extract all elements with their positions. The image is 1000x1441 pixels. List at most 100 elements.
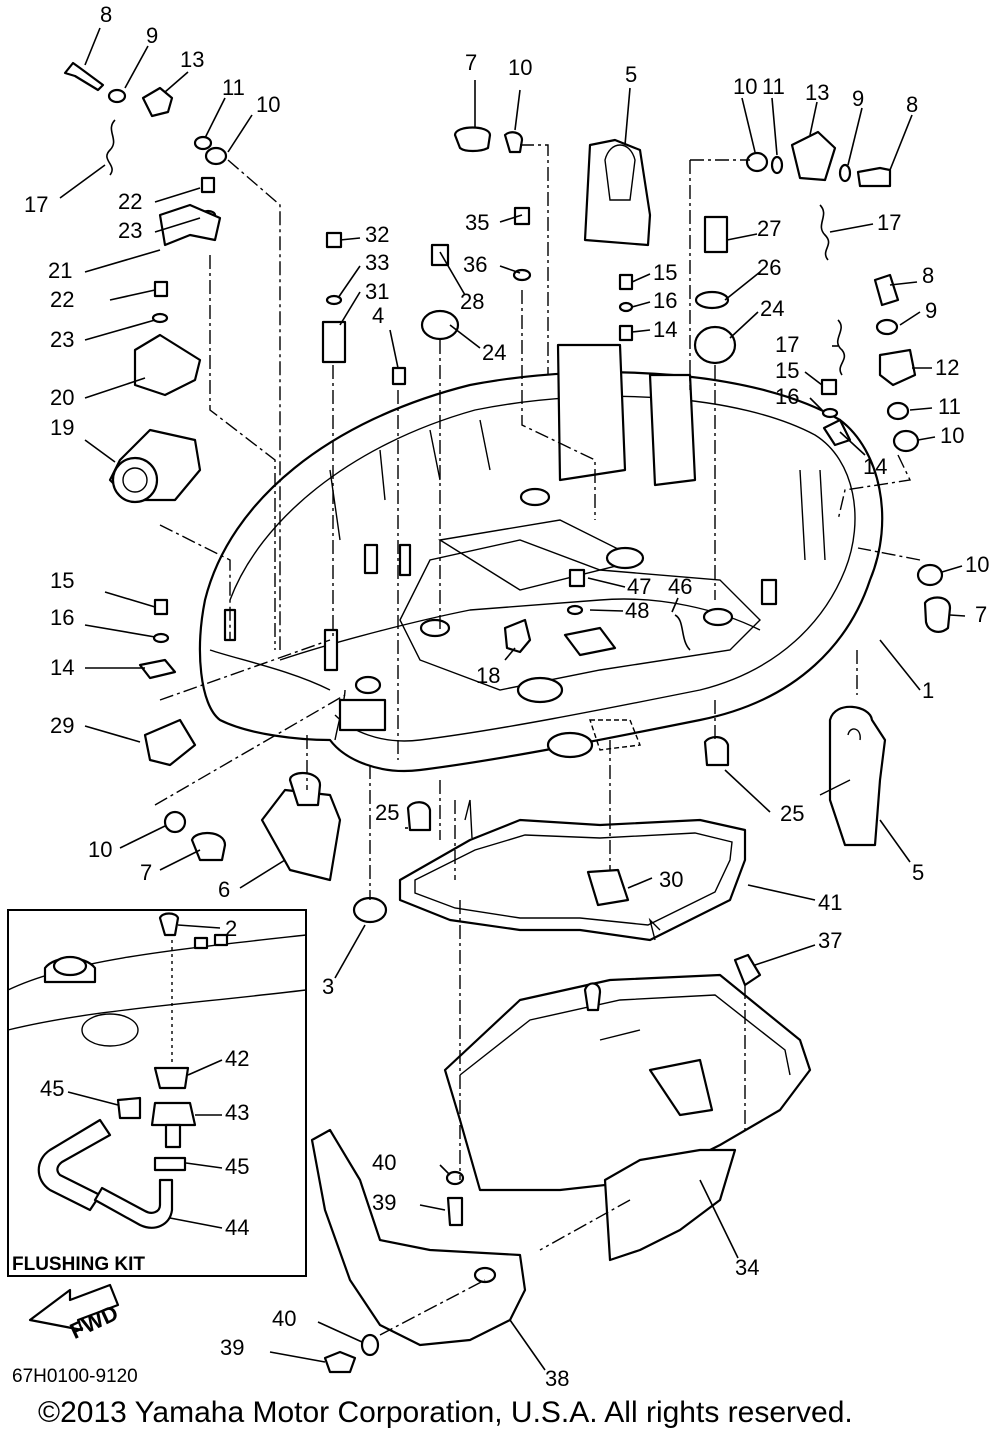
callout-21: 21 bbox=[48, 258, 72, 283]
callout-42: 42 bbox=[225, 1046, 249, 1071]
callout-25: 25 bbox=[780, 801, 804, 826]
callout-29: 29 bbox=[50, 713, 74, 738]
callout-31: 31 bbox=[365, 279, 389, 304]
callout-11: 11 bbox=[762, 74, 785, 99]
callout-15: 15 bbox=[775, 358, 799, 383]
callout-7: 7 bbox=[975, 602, 987, 627]
part-code: 67H0100-9120 bbox=[12, 1366, 138, 1387]
callout-5: 5 bbox=[912, 860, 924, 885]
callout-34: 34 bbox=[735, 1255, 759, 1280]
bolt-39b bbox=[323, 1350, 357, 1374]
callout-30: 30 bbox=[659, 867, 683, 892]
hardware-left-top bbox=[63, 61, 228, 504]
callout-13: 13 bbox=[180, 47, 204, 72]
side-cover-part-38 bbox=[310, 1128, 527, 1347]
callout-10: 10 bbox=[965, 552, 989, 577]
gasket-part-41 bbox=[398, 799, 747, 942]
callout-labels: 8 9 13 11 10 17 22 23 21 22 23 20 19 15 … bbox=[12, 2, 989, 1429]
adapter-part-42 bbox=[153, 1066, 190, 1090]
washer-40b bbox=[360, 1333, 380, 1357]
callout-36: 36 bbox=[463, 252, 487, 277]
callout-43: 43 bbox=[225, 1100, 249, 1125]
callout-46: 46 bbox=[668, 574, 692, 599]
hardware-right-top bbox=[618, 130, 952, 633]
flushing-kit-inset bbox=[7, 909, 307, 1277]
callout-10: 10 bbox=[256, 92, 280, 117]
callout-28: 28 bbox=[460, 289, 484, 314]
callout-24: 24 bbox=[482, 340, 506, 365]
callout-40: 40 bbox=[372, 1150, 396, 1175]
copyright-notice: ©2013 Yamaha Motor Corporation, U.S.A. A… bbox=[38, 1396, 853, 1429]
callout-39: 39 bbox=[372, 1190, 396, 1215]
callout-22: 22 bbox=[50, 287, 74, 312]
clamp-part-45b bbox=[153, 1156, 187, 1172]
callout-17: 17 bbox=[24, 192, 48, 217]
hardware-center-lower bbox=[352, 568, 730, 924]
clamp-part-45a bbox=[116, 1096, 142, 1120]
callout-16: 16 bbox=[653, 288, 677, 313]
callout-3: 3 bbox=[322, 974, 334, 999]
callout-18: 18 bbox=[476, 663, 500, 688]
callout-4: 4 bbox=[372, 303, 384, 328]
callout-32: 32 bbox=[365, 222, 389, 247]
callout-10: 10 bbox=[508, 55, 532, 80]
callout-10: 10 bbox=[88, 837, 112, 862]
screw-part-2 bbox=[158, 912, 180, 937]
callout-15: 15 bbox=[50, 568, 74, 593]
washer-40a bbox=[445, 1170, 465, 1186]
callout-38: 38 bbox=[545, 1366, 569, 1391]
callout-12: 12 bbox=[935, 355, 959, 380]
callout-2: 2 bbox=[225, 916, 237, 941]
callout-14: 14 bbox=[863, 454, 887, 479]
callout-44: 44 bbox=[225, 1215, 249, 1240]
bracket-part-5-top bbox=[583, 138, 652, 247]
callout-47: 47 bbox=[627, 574, 651, 599]
callout-16: 16 bbox=[775, 384, 799, 409]
callout-6: 6 bbox=[218, 877, 230, 902]
callout-41: 41 bbox=[818, 890, 842, 915]
callout-8: 8 bbox=[922, 263, 934, 288]
callout-10: 10 bbox=[940, 423, 964, 448]
assembly-lines bbox=[154, 144, 921, 1336]
callout-45: 45 bbox=[225, 1154, 249, 1179]
leader-lines bbox=[59, 27, 966, 1371]
callout-40: 40 bbox=[272, 1306, 296, 1331]
callout-17: 17 bbox=[877, 210, 901, 235]
bracket-part-5-right bbox=[828, 705, 887, 847]
flushing-kit-label: FLUSHING KIT bbox=[12, 1254, 145, 1275]
callout-14: 14 bbox=[50, 655, 74, 680]
callout-9: 9 bbox=[852, 86, 864, 111]
callout-45: 45 bbox=[40, 1076, 64, 1101]
hardware-left-lower bbox=[138, 598, 342, 882]
callout-33: 33 bbox=[365, 250, 389, 275]
callout-7: 7 bbox=[140, 860, 152, 885]
callout-9: 9 bbox=[146, 23, 158, 48]
callout-8: 8 bbox=[100, 2, 112, 27]
callout-17: 17 bbox=[775, 332, 799, 357]
callout-39: 39 bbox=[220, 1335, 244, 1360]
callout-26: 26 bbox=[757, 255, 781, 280]
callout-10: 10 bbox=[733, 74, 757, 99]
callout-22: 22 bbox=[118, 189, 142, 214]
callout-13: 13 bbox=[805, 80, 829, 105]
callout-27: 27 bbox=[757, 216, 781, 241]
callout-9: 9 bbox=[925, 298, 937, 323]
callout-15: 15 bbox=[653, 260, 677, 285]
callout-25: 25 bbox=[375, 800, 399, 825]
callout-20: 20 bbox=[50, 385, 74, 410]
callout-14: 14 bbox=[653, 317, 677, 342]
callout-5: 5 bbox=[625, 62, 637, 87]
callout-37: 37 bbox=[818, 928, 842, 953]
callout-35: 35 bbox=[465, 210, 489, 235]
lower-cover-part-34 bbox=[443, 953, 812, 1262]
bottom-cowling bbox=[198, 371, 884, 772]
callout-19: 19 bbox=[50, 415, 74, 440]
callout-48: 48 bbox=[625, 598, 649, 623]
callout-16: 16 bbox=[50, 605, 74, 630]
callout-1: 1 bbox=[922, 678, 934, 703]
callout-11: 11 bbox=[938, 394, 961, 419]
callout-11: 11 bbox=[222, 75, 245, 100]
callout-24: 24 bbox=[760, 296, 784, 321]
